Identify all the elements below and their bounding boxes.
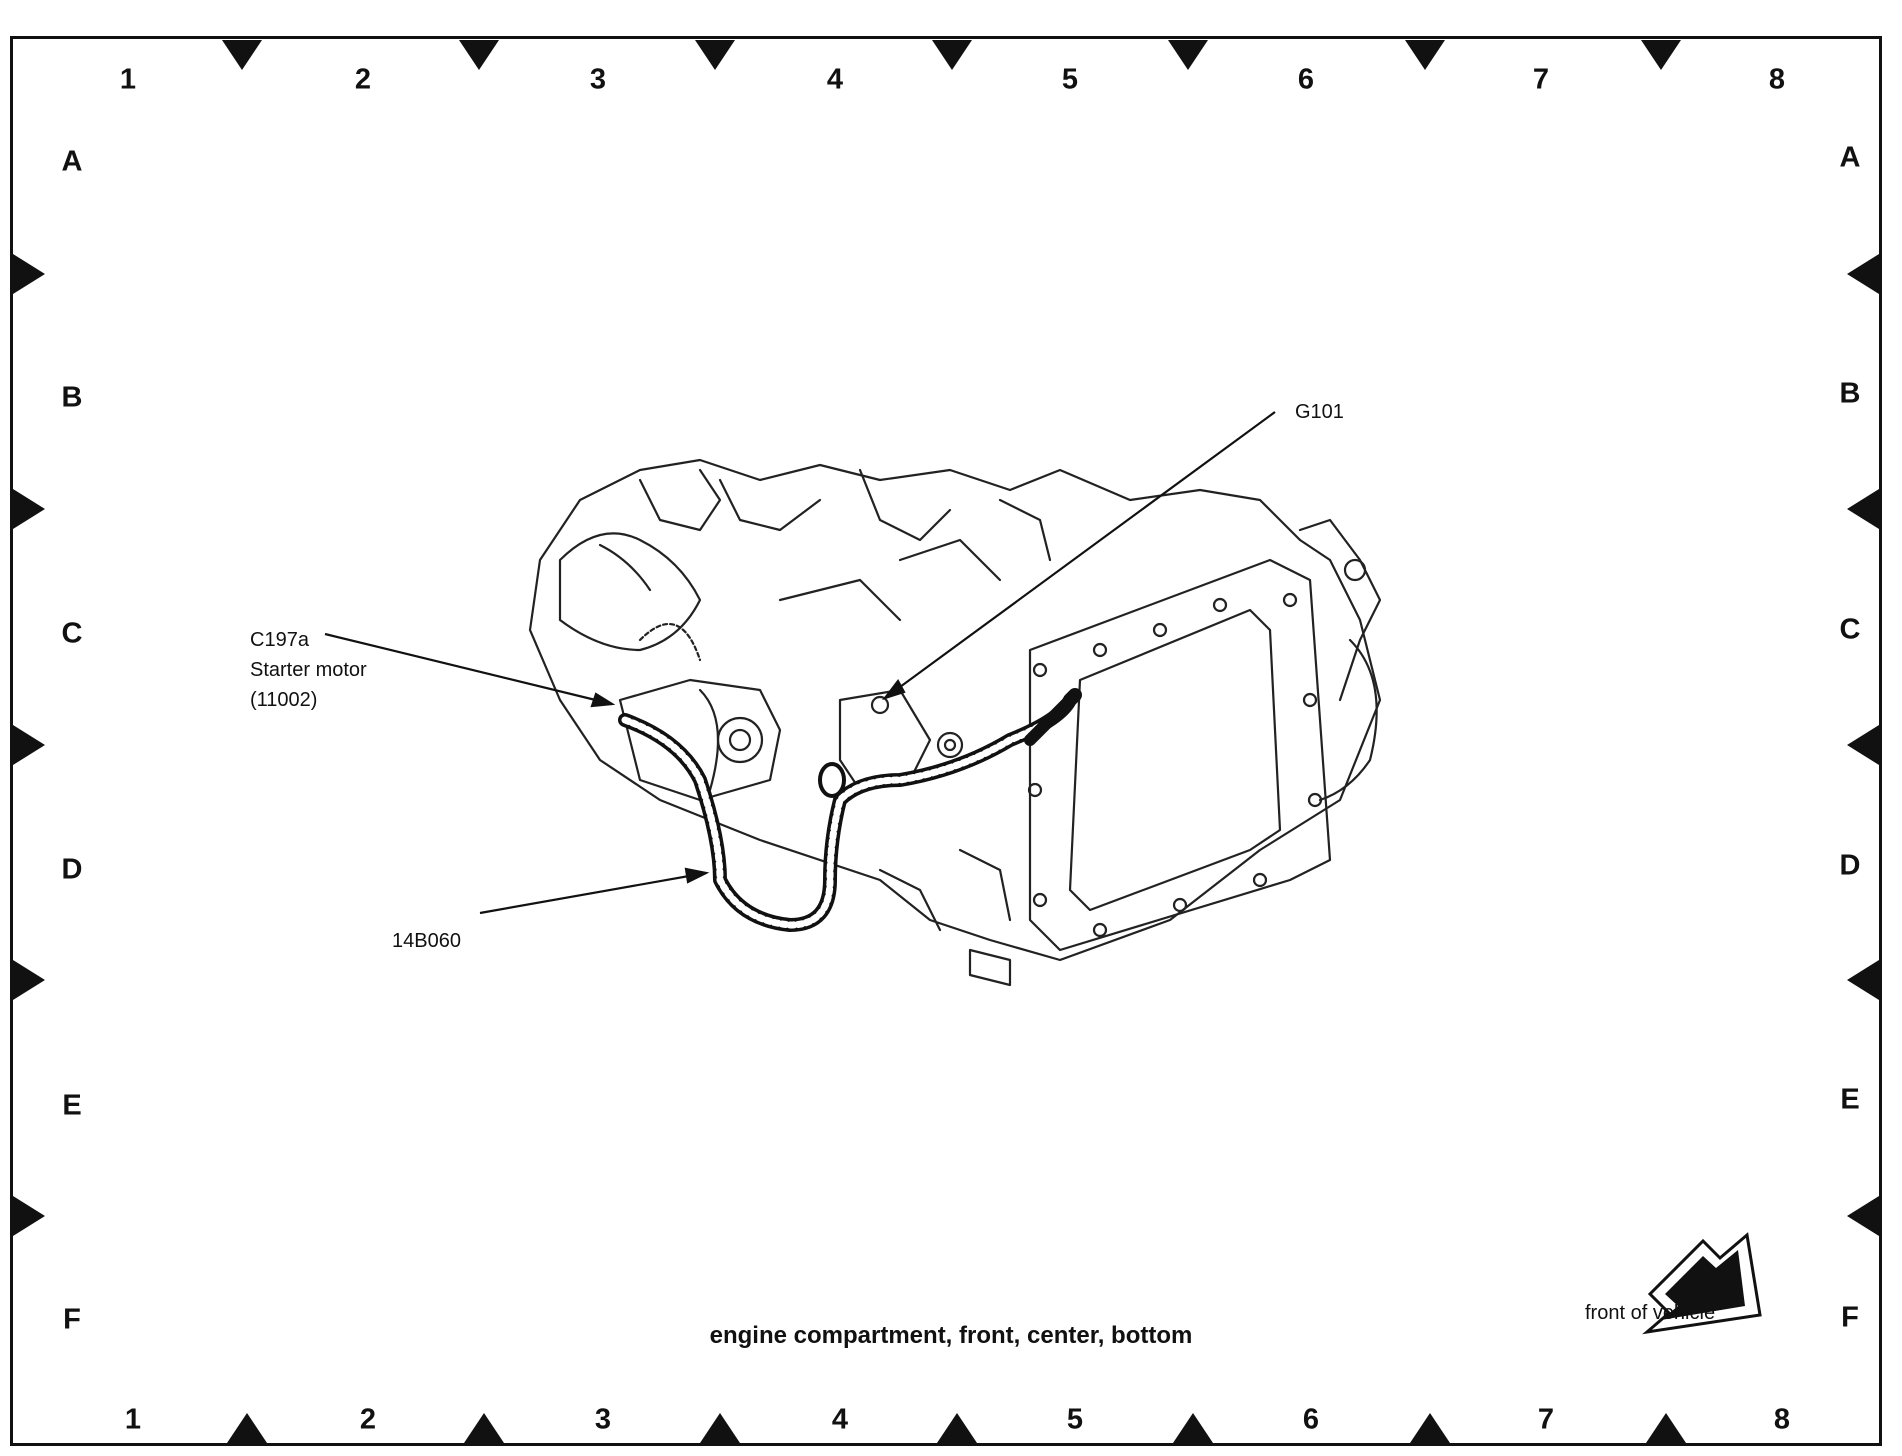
top-zone-markers (222, 40, 1681, 70)
diagram-frame (10, 36, 1882, 1446)
row-label-left: D (61, 853, 83, 886)
callout-14b060: 14B060 (392, 930, 461, 952)
column-label-top: 1 (119, 63, 137, 96)
column-label-bottom: 1 (124, 1403, 142, 1436)
column-label-bottom: 5 (1066, 1403, 1084, 1436)
bottom-zone-markers (227, 1413, 1686, 1443)
column-label-bottom: 6 (1302, 1403, 1320, 1436)
row-label-right: E (1840, 1083, 1860, 1116)
front-arrow-icon (1642, 1232, 1762, 1335)
column-label-top: 4 (826, 63, 844, 96)
column-label-top: 2 (354, 63, 372, 96)
row-label-right: A (1839, 141, 1861, 174)
row-label-right: D (1839, 849, 1861, 882)
right-zone-markers (1847, 254, 1879, 1236)
harness-14b060 (618, 688, 1082, 932)
column-label-top: 3 (589, 63, 607, 96)
callout-c197a-group: C197a Starter motor (11002) (250, 625, 367, 715)
row-label-left: C (61, 617, 83, 650)
callout-g101: G101 (1295, 401, 1344, 423)
column-label-bottom: 3 (594, 1403, 612, 1436)
column-label-top: 7 (1532, 63, 1550, 96)
row-label-right: F (1841, 1301, 1859, 1334)
callout-starter-part-number: (11002) (250, 689, 318, 711)
row-label-right: B (1839, 377, 1861, 410)
column-label-top: 8 (1768, 63, 1786, 96)
row-label-left: B (61, 381, 83, 414)
row-label-left: E (62, 1089, 82, 1122)
engine-illustration (528, 458, 1382, 987)
diagram-caption: engine compartment, front, center, botto… (709, 1322, 1193, 1349)
left-zone-markers (13, 254, 45, 1236)
callout-starter-motor: Starter motor (250, 659, 367, 681)
front-of-vehicle-label: front of vehicle (1585, 1302, 1716, 1324)
column-label-top: 5 (1061, 63, 1079, 96)
row-label-right: C (1839, 613, 1861, 646)
column-label-bottom: 4 (831, 1403, 849, 1436)
column-label-bottom: 2 (359, 1403, 377, 1436)
callout-c197a: C197a (250, 629, 309, 651)
column-label-top: 6 (1297, 63, 1315, 96)
column-label-bottom: 8 (1773, 1403, 1791, 1436)
row-label-left: F (63, 1303, 81, 1336)
row-label-left: A (61, 145, 83, 178)
leader-lines (324, 411, 1276, 915)
column-label-bottom: 7 (1537, 1403, 1555, 1436)
